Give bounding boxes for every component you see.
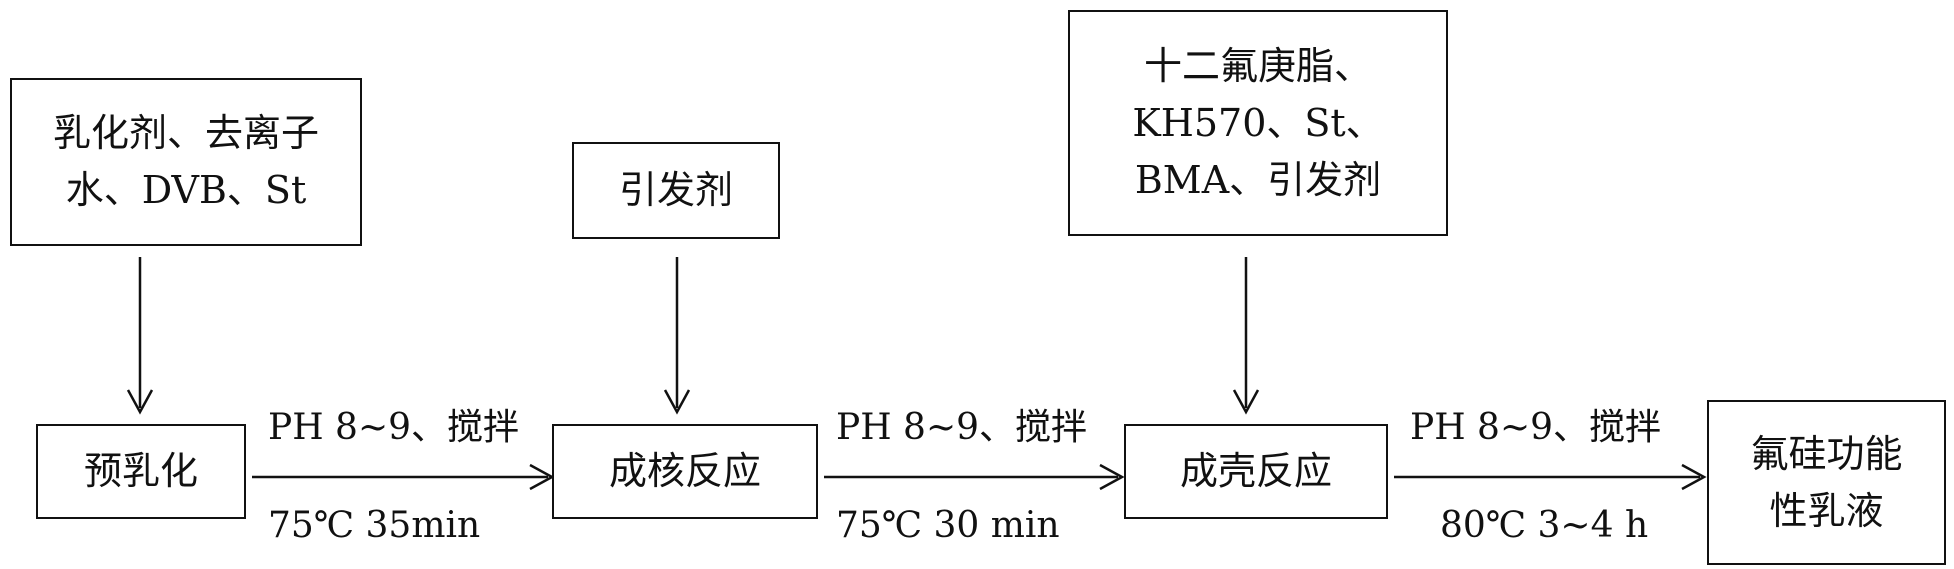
input-box-monomers-label: 十二氟庚脂、 KH570、St、 BMA、引发剂 <box>1132 38 1383 209</box>
condition-3-bottom: 80℃ 3~4 h <box>1440 508 1648 544</box>
stage-box-product-emulsion-label: 氟硅功能 性乳液 <box>1750 426 1902 540</box>
stage-box-shell-formation: 成壳反应 <box>1124 424 1388 519</box>
stage-box-nucleation: 成核反应 <box>552 424 818 519</box>
stage-box-shell-formation-label: 成壳反应 <box>1180 443 1332 500</box>
condition-1-top: PH 8~9、搅拌 <box>268 410 519 446</box>
stage-box-pre-emulsification-label: 预乳化 <box>84 443 198 500</box>
input-box-initiator: 引发剂 <box>572 142 780 239</box>
condition-2-top: PH 8~9、搅拌 <box>836 410 1087 446</box>
stage-box-nucleation-label: 成核反应 <box>609 443 761 500</box>
input-box-initiator-label: 引发剂 <box>619 162 733 219</box>
condition-2-bottom: 75℃ 30 min <box>836 508 1060 544</box>
condition-3-top: PH 8~9、搅拌 <box>1410 410 1661 446</box>
stage-box-pre-emulsification: 预乳化 <box>36 424 246 519</box>
input-box-emulsifier: 乳化剂、去离子 水、DVB、St <box>10 78 362 246</box>
input-box-emulsifier-label: 乳化剂、去离子 水、DVB、St <box>53 105 319 219</box>
input-box-monomers: 十二氟庚脂、 KH570、St、 BMA、引发剂 <box>1068 10 1448 236</box>
condition-1-bottom: 75℃ 35min <box>268 508 480 544</box>
stage-box-product-emulsion: 氟硅功能 性乳液 <box>1707 400 1946 565</box>
